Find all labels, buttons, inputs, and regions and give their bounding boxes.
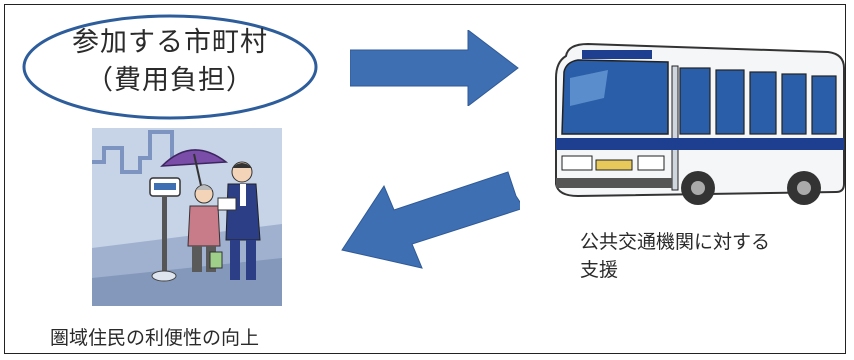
municipality-label: 参加する市町村 （費用負担） [20,24,320,100]
bus-stop-people-icon [92,128,282,306]
municipality-label-line1: 参加する市町村 [72,27,268,58]
benefit-arrow-left [341,171,520,269]
resident-benefit-caption: 圏域住民の利便性の向上 [50,327,260,349]
diagram-frame [4,4,846,354]
municipality-label-line2: （費用負担） [86,65,254,96]
bus-support-caption-line2: 支援 [580,259,619,281]
support-arrow-right [350,30,519,106]
municipality-ellipse [22,14,318,120]
bus-icon [555,42,845,205]
bus-support-caption: 公共交通機関に対する 支援 [580,228,840,284]
bus-support-caption-line1: 公共交通機関に対する [580,231,771,253]
